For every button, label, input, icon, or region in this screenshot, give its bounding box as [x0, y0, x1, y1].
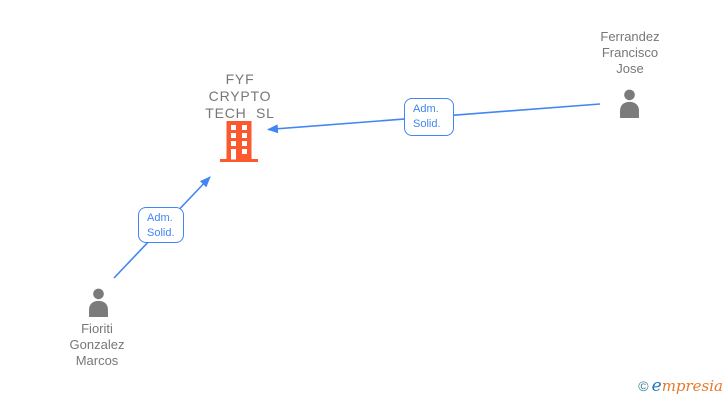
edge-label-line: Solid. — [147, 227, 175, 239]
building-icon — [220, 121, 258, 162]
company-name-line: FYF — [225, 71, 255, 87]
company-name-line: CRYPTO — [208, 88, 272, 104]
edge-label-adm-solid-fioriti: Adm. Solid. — [138, 207, 184, 243]
person-name-ferrandez: Ferrandez Francisco Jose — [580, 29, 680, 77]
edge-label-adm-solid-ferrandez: Adm. Solid. — [404, 98, 454, 136]
person-silhouette-icon — [84, 287, 113, 317]
person-name-line: Gonzalez — [69, 337, 125, 352]
edge-label-line: Adm. — [147, 212, 173, 224]
empresia-logo[interactable]: ©empresia — [638, 376, 723, 396]
person-name-line: Ferrandez — [600, 29, 660, 44]
brand-name: mpresia — [661, 377, 723, 395]
company-name-line: TECH SL — [205, 105, 275, 121]
person-name-line: Francisco — [601, 45, 659, 60]
company-name: FYF CRYPTO TECH SL — [185, 71, 295, 122]
edge-label-line: Solid. — [413, 118, 441, 130]
person-name-line: Jose — [616, 61, 644, 76]
person-name-line: Fioriti — [81, 321, 113, 336]
person-silhouette-icon — [615, 88, 644, 118]
brand-initial: e — [651, 376, 662, 396]
edge-label-line: Adm. — [413, 103, 439, 115]
copyright-icon: © — [638, 378, 649, 394]
person-name-line: Marcos — [75, 353, 119, 368]
person-name-fioriti: Fioriti Gonzalez Marcos — [47, 321, 147, 369]
